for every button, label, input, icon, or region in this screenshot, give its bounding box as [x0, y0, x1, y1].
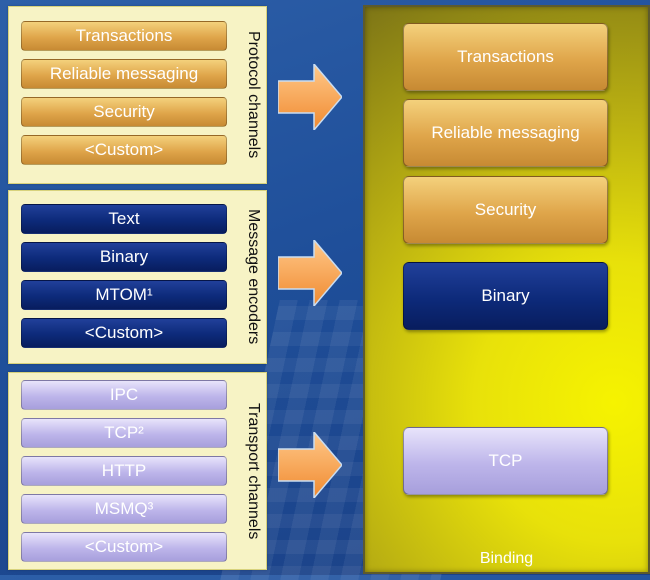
transport-item-tcp: TCP²	[21, 418, 227, 448]
transport-item-msmq: MSMQ³	[21, 494, 227, 524]
arrow-right-icon	[278, 432, 342, 498]
encoder-item-text: Text	[21, 204, 227, 234]
transport-item-http: HTTP	[21, 456, 227, 486]
protocol-channels-panel: Transactions Reliable messaging Security…	[8, 6, 267, 184]
protocol-item-transactions: Transactions	[21, 21, 227, 51]
binding-item-binary: Binary	[403, 262, 608, 330]
binding-item-reliable-messaging: Reliable messaging	[403, 99, 608, 167]
transport-item-ipc: IPC	[21, 380, 227, 410]
binding-label: Binding	[479, 550, 534, 567]
arrow-right-icon	[278, 240, 342, 306]
message-encoders-panel: Text Binary MTOM¹ <Custom> Message encod…	[8, 190, 267, 364]
binding-item-security: Security	[403, 176, 608, 244]
arrow-right-icon	[278, 64, 342, 130]
protocol-item-custom: <Custom>	[21, 135, 227, 165]
protocol-channels-label: Protocol channels	[245, 31, 262, 159]
encoder-item-mtom: MTOM¹	[21, 280, 227, 310]
binding-item-transactions: Transactions	[403, 23, 608, 91]
transport-channels-panel: IPC TCP² HTTP MSMQ³ <Custom> Transport c…	[8, 372, 267, 570]
transport-item-custom: <Custom>	[21, 532, 227, 562]
encoder-item-custom: <Custom>	[21, 318, 227, 348]
protocol-item-security: Security	[21, 97, 227, 127]
protocol-item-reliable-messaging: Reliable messaging	[21, 59, 227, 89]
encoder-item-binary: Binary	[21, 242, 227, 272]
transport-channels-label: Transport channels	[245, 402, 262, 540]
binding-panel: Transactions Reliable messaging Security…	[363, 5, 650, 574]
message-encoders-label: Message encoders	[245, 209, 262, 345]
binding-item-tcp: TCP	[403, 427, 608, 495]
